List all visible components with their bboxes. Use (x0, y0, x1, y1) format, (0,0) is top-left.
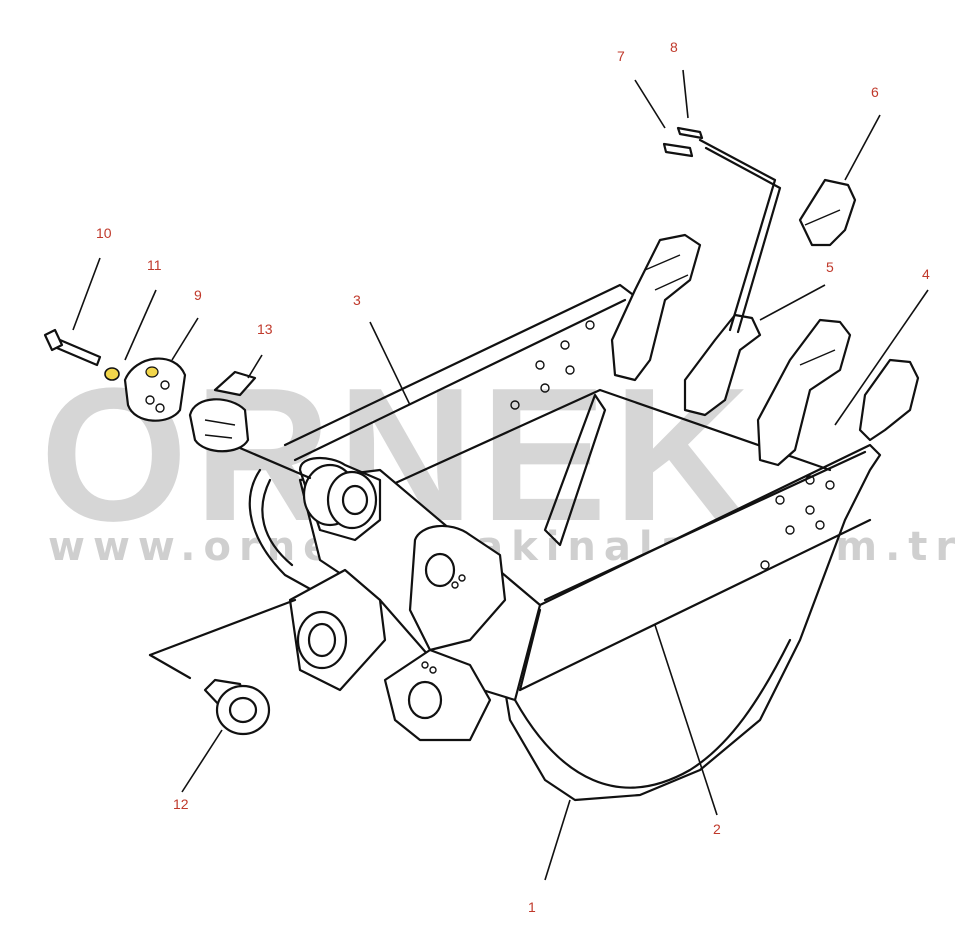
nut-highlight (104, 367, 120, 381)
side-hardware (43, 328, 312, 680)
callout-13: 13 (257, 321, 273, 337)
callout-5: 5 (826, 259, 834, 275)
mounting-ears (288, 457, 507, 742)
callout-6: 6 (871, 84, 879, 100)
callout-12: 12 (173, 796, 189, 812)
callout-2: 2 (713, 821, 721, 837)
callout-9: 9 (194, 287, 202, 303)
callout-labels: 1 2 3 4 5 6 7 8 9 10 11 12 13 (96, 39, 930, 915)
tooth-3 (756, 318, 852, 467)
part-6-tooth-tip (798, 178, 857, 247)
callout-11: 11 (147, 257, 162, 273)
tooth-1 (610, 233, 702, 382)
tooth-4 (858, 358, 920, 442)
callout-7: 7 (617, 48, 625, 64)
callout-4: 4 (922, 266, 930, 282)
side-plate-holes (510, 320, 835, 570)
callout-3: 3 (353, 292, 361, 308)
teeth-row (610, 178, 920, 467)
lock-pin-assembly (662, 126, 782, 334)
callout-1: 1 (528, 899, 536, 915)
leader-lines (72, 69, 929, 881)
callout-10: 10 (96, 225, 112, 241)
callout-8: 8 (670, 39, 678, 55)
bushing-part-12 (203, 678, 271, 736)
